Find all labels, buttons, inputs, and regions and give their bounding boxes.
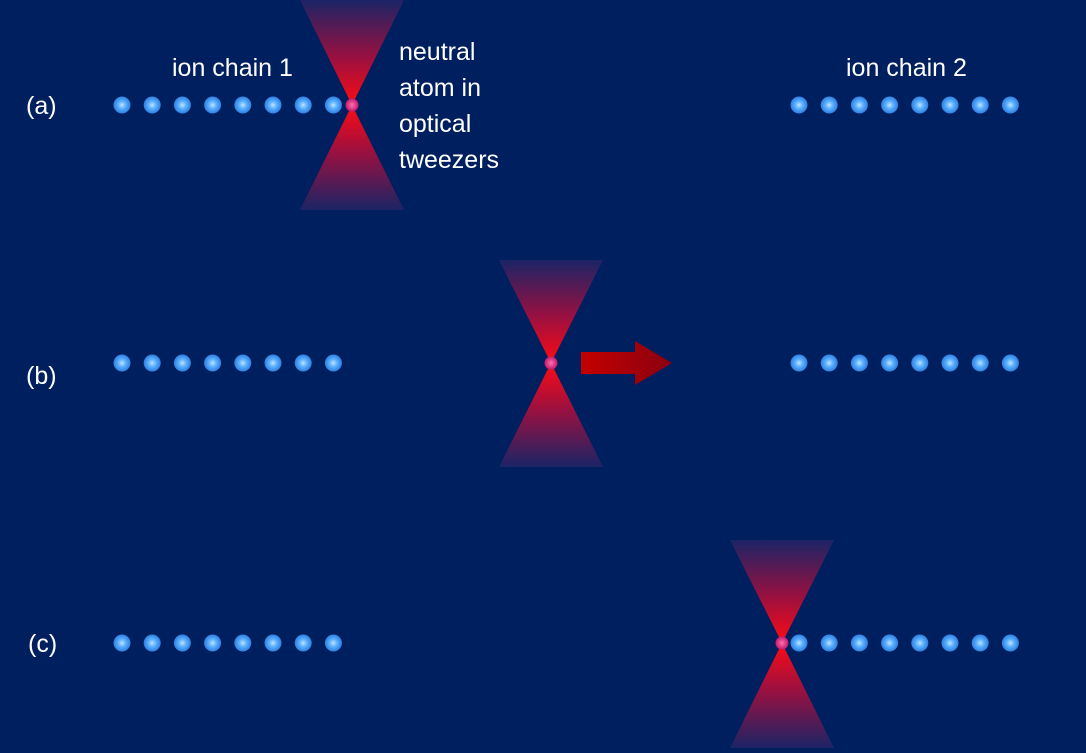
tweezer-beam-lower (730, 643, 834, 748)
ion-chain-1-ion (204, 96, 222, 114)
ion-chain-2-ion (790, 634, 808, 652)
ion-chain-1-label: ion chain 1 (172, 54, 293, 82)
ion-chain-1-ion (173, 354, 191, 372)
ion-chain-1-ion (113, 634, 131, 652)
panel-label-a: (a) (26, 92, 57, 120)
ion-chain-2-ion (1001, 354, 1019, 372)
ion-chain-1-ion (204, 354, 222, 372)
ion-chain-2-ion (850, 634, 868, 652)
ion-chain-1-ion (264, 96, 282, 114)
ion-chain-1-ion (324, 354, 342, 372)
tweezer-beam-lower (499, 363, 603, 467)
tweezer-beam-upper (300, 0, 404, 105)
ion-chain-1-ion (143, 634, 161, 652)
transport-arrow (581, 341, 672, 385)
ion-chain-1-ion (294, 634, 312, 652)
tweezer-layer (300, 0, 834, 748)
ion-chain-1-ion (234, 634, 252, 652)
ion-chain-2-ion (971, 354, 989, 372)
ion-chain-1-ion (173, 96, 191, 114)
ion-chain-2-ion (971, 634, 989, 652)
atom-label-line-4: tweezers (399, 146, 500, 174)
neutral-atom (345, 98, 359, 112)
ion-chain-1-ion (264, 354, 282, 372)
ion-chain-1-ion (324, 634, 342, 652)
neutral-atom (544, 356, 558, 370)
ion-chain-2-ion (881, 96, 899, 114)
ion-chain-2-ion (941, 96, 959, 114)
ion-chain-2-ion (790, 354, 808, 372)
panel-label-b: (b) (26, 362, 57, 390)
ion-chain-1-ion (234, 354, 252, 372)
ion-chain-2-ion (881, 634, 899, 652)
atom-label-line-2: atom in (399, 74, 481, 102)
ion-chain-1-ion (173, 634, 191, 652)
arrow-layer (581, 341, 672, 385)
ion-chain-2-ion (790, 96, 808, 114)
ion-layer (113, 96, 1019, 652)
tweezer-beam-lower (300, 105, 404, 210)
tweezer-beam-upper (499, 260, 603, 363)
ion-chain-2-ion (820, 96, 838, 114)
ion-chain-2-ion (1001, 96, 1019, 114)
ion-chain-2-ion (911, 634, 929, 652)
ion-chain-2-ion (820, 354, 838, 372)
ion-chain-1-ion (113, 96, 131, 114)
atom-label-line-3: optical (399, 110, 472, 138)
ion-chain-1-ion (143, 96, 161, 114)
ion-chain-2-ion (911, 354, 929, 372)
neutral-atom (775, 636, 789, 650)
atom-label-line-1: neutral (399, 38, 476, 66)
ion-chain-2-ion (1001, 634, 1019, 652)
ion-chain-2-label: ion chain 2 (846, 54, 967, 82)
tweezer-beam-upper (730, 540, 834, 643)
ion-chain-1-ion (264, 634, 282, 652)
ion-chain-2-ion (850, 354, 868, 372)
ion-chain-2-ion (941, 354, 959, 372)
ion-chain-2-ion (881, 354, 899, 372)
ion-chain-1-ion (324, 96, 342, 114)
ion-chain-2-ion (941, 634, 959, 652)
panel-label-c: (c) (28, 630, 58, 658)
ion-chain-1-ion (294, 354, 312, 372)
ion-chain-1-ion (113, 354, 131, 372)
ion-chain-1-ion (143, 354, 161, 372)
ion-chain-2-ion (971, 96, 989, 114)
ion-chain-2-ion (850, 96, 868, 114)
ion-chain-2-ion (820, 634, 838, 652)
ion-chain-1-ion (294, 96, 312, 114)
ion-chain-1-ion (204, 634, 222, 652)
ion-chain-1-ion (234, 96, 252, 114)
ion-chain-2-ion (911, 96, 929, 114)
